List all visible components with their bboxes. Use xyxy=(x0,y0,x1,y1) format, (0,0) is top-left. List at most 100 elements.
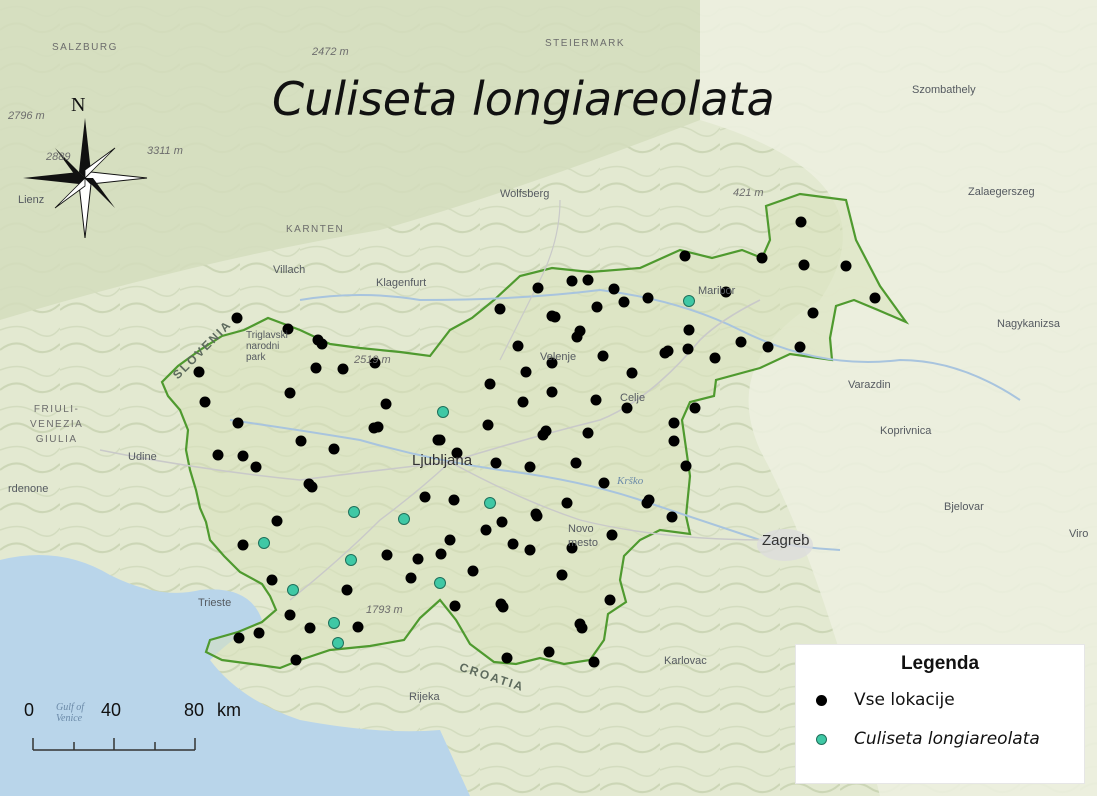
location-point[interactable] xyxy=(512,340,524,352)
species-location-point[interactable] xyxy=(345,554,357,566)
location-point[interactable] xyxy=(546,386,558,398)
location-point[interactable] xyxy=(484,378,496,390)
location-point[interactable] xyxy=(520,366,532,378)
location-point[interactable] xyxy=(570,457,582,469)
location-point[interactable] xyxy=(840,260,852,272)
location-point[interactable] xyxy=(237,450,249,462)
location-point[interactable] xyxy=(480,524,492,536)
location-point[interactable] xyxy=(561,497,573,509)
location-point[interactable] xyxy=(626,367,638,379)
location-point[interactable] xyxy=(621,402,633,414)
location-point[interactable] xyxy=(807,307,819,319)
location-point[interactable] xyxy=(494,303,506,315)
location-point[interactable] xyxy=(250,461,262,473)
location-point[interactable] xyxy=(369,357,381,369)
location-point[interactable] xyxy=(497,601,509,613)
species-location-point[interactable] xyxy=(484,497,496,509)
location-point[interactable] xyxy=(608,283,620,295)
location-point[interactable] xyxy=(549,311,561,323)
location-point[interactable] xyxy=(590,394,602,406)
location-point[interactable] xyxy=(412,553,424,565)
location-point[interactable] xyxy=(444,534,456,546)
location-point[interactable] xyxy=(566,275,578,287)
location-point[interactable] xyxy=(337,363,349,375)
location-point[interactable] xyxy=(591,301,603,313)
location-point[interactable] xyxy=(352,621,364,633)
species-location-point[interactable] xyxy=(683,295,695,307)
location-point[interactable] xyxy=(531,510,543,522)
location-point[interactable] xyxy=(284,609,296,621)
location-point[interactable] xyxy=(571,331,583,343)
location-point[interactable] xyxy=(662,345,674,357)
location-point[interactable] xyxy=(598,477,610,489)
location-point[interactable] xyxy=(597,350,609,362)
location-point[interactable] xyxy=(524,461,536,473)
location-point[interactable] xyxy=(304,622,316,634)
location-point[interactable] xyxy=(419,491,431,503)
location-point[interactable] xyxy=(524,544,536,556)
species-location-point[interactable] xyxy=(434,577,446,589)
species-location-point[interactable] xyxy=(437,406,449,418)
location-point[interactable] xyxy=(434,434,446,446)
species-location-point[interactable] xyxy=(332,637,344,649)
location-point[interactable] xyxy=(683,324,695,336)
location-point[interactable] xyxy=(618,296,630,308)
location-point[interactable] xyxy=(641,497,653,509)
location-point[interactable] xyxy=(501,652,513,664)
location-point[interactable] xyxy=(328,443,340,455)
location-point[interactable] xyxy=(668,435,680,447)
location-point[interactable] xyxy=(604,594,616,606)
location-point[interactable] xyxy=(435,548,447,560)
location-point[interactable] xyxy=(566,542,578,554)
location-point[interactable] xyxy=(582,274,594,286)
location-point[interactable] xyxy=(798,259,810,271)
location-point[interactable] xyxy=(682,343,694,355)
location-point[interactable] xyxy=(253,627,265,639)
location-point[interactable] xyxy=(709,352,721,364)
location-point[interactable] xyxy=(368,422,380,434)
location-point[interactable] xyxy=(689,402,701,414)
species-location-point[interactable] xyxy=(287,584,299,596)
species-location-point[interactable] xyxy=(398,513,410,525)
location-point[interactable] xyxy=(666,511,678,523)
location-point[interactable] xyxy=(341,584,353,596)
location-point[interactable] xyxy=(380,398,392,410)
location-point[interactable] xyxy=(517,396,529,408)
location-point[interactable] xyxy=(537,429,549,441)
location-point[interactable] xyxy=(679,250,691,262)
location-point[interactable] xyxy=(381,549,393,561)
location-point[interactable] xyxy=(290,654,302,666)
location-point[interactable] xyxy=(606,529,618,541)
species-location-point[interactable] xyxy=(258,537,270,549)
location-point[interactable] xyxy=(310,362,322,374)
location-point[interactable] xyxy=(237,539,249,551)
location-point[interactable] xyxy=(668,417,680,429)
location-point[interactable] xyxy=(507,538,519,550)
location-point[interactable] xyxy=(199,396,211,408)
location-point[interactable] xyxy=(756,252,768,264)
species-location-point[interactable] xyxy=(328,617,340,629)
location-point[interactable] xyxy=(576,622,588,634)
location-point[interactable] xyxy=(680,460,692,472)
location-point[interactable] xyxy=(316,338,328,350)
location-point[interactable] xyxy=(869,292,881,304)
location-point[interactable] xyxy=(271,515,283,527)
location-point[interactable] xyxy=(449,600,461,612)
location-point[interactable] xyxy=(794,341,806,353)
location-point[interactable] xyxy=(233,632,245,644)
location-point[interactable] xyxy=(762,341,774,353)
location-point[interactable] xyxy=(532,282,544,294)
location-point[interactable] xyxy=(232,417,244,429)
location-point[interactable] xyxy=(546,357,558,369)
location-point[interactable] xyxy=(193,366,205,378)
location-point[interactable] xyxy=(231,312,243,324)
location-point[interactable] xyxy=(467,565,479,577)
location-point[interactable] xyxy=(496,516,508,528)
location-point[interactable] xyxy=(306,481,318,493)
location-point[interactable] xyxy=(266,574,278,586)
location-point[interactable] xyxy=(295,435,307,447)
location-point[interactable] xyxy=(448,494,460,506)
location-point[interactable] xyxy=(795,216,807,228)
location-point[interactable] xyxy=(284,387,296,399)
